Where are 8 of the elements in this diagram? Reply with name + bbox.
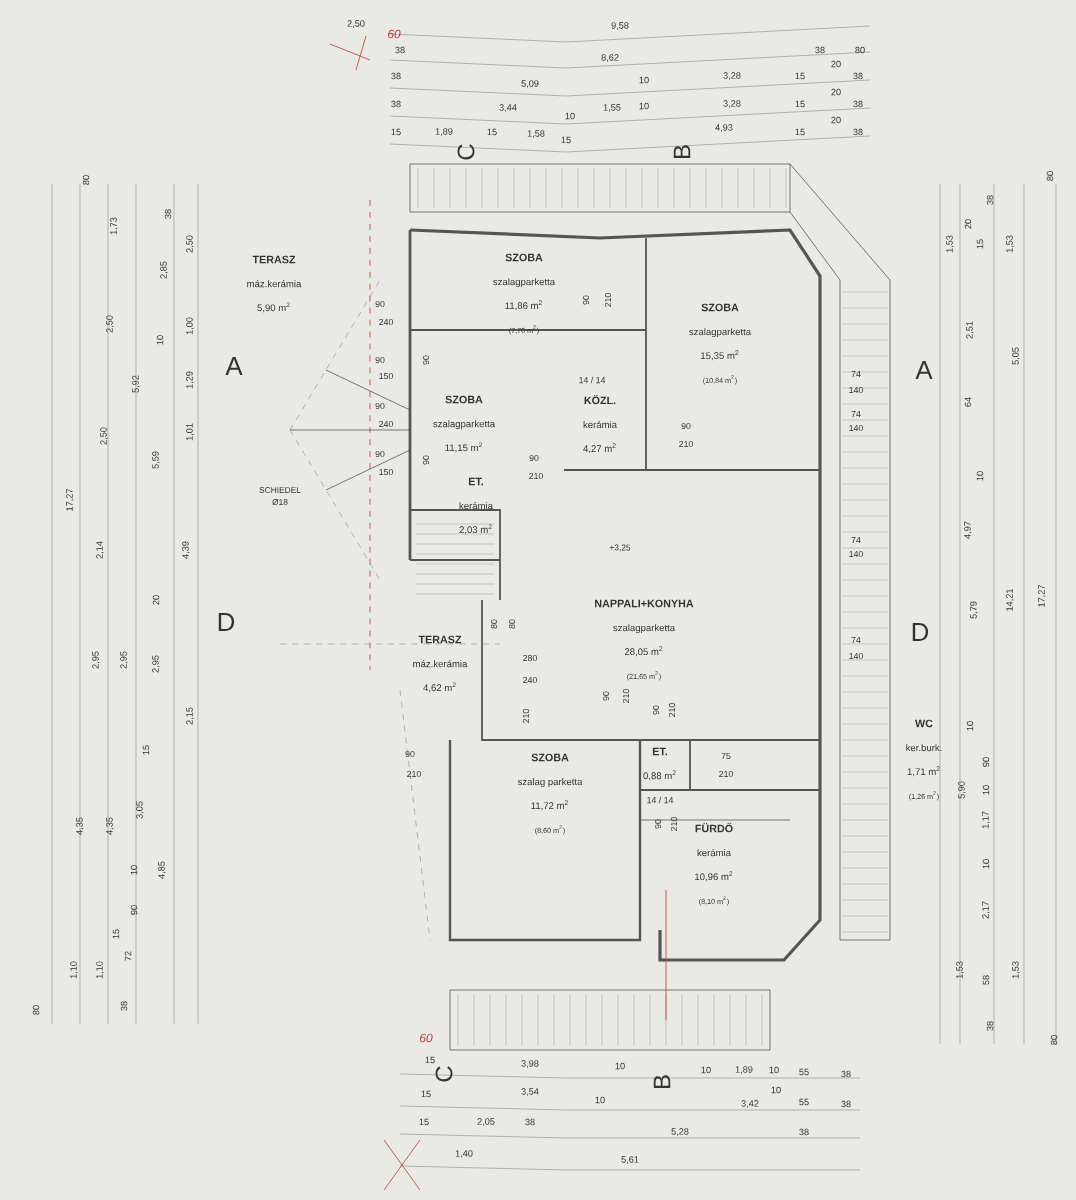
section-letter: B [673, 145, 691, 158]
section-letter: C [435, 1066, 453, 1082]
section-letter: D [912, 623, 929, 641]
section-letter: B [653, 1075, 671, 1088]
section-letter: A [225, 357, 243, 375]
section-letter: A [915, 361, 933, 379]
section-letter: D [218, 613, 235, 631]
section-letter: C [457, 144, 475, 160]
